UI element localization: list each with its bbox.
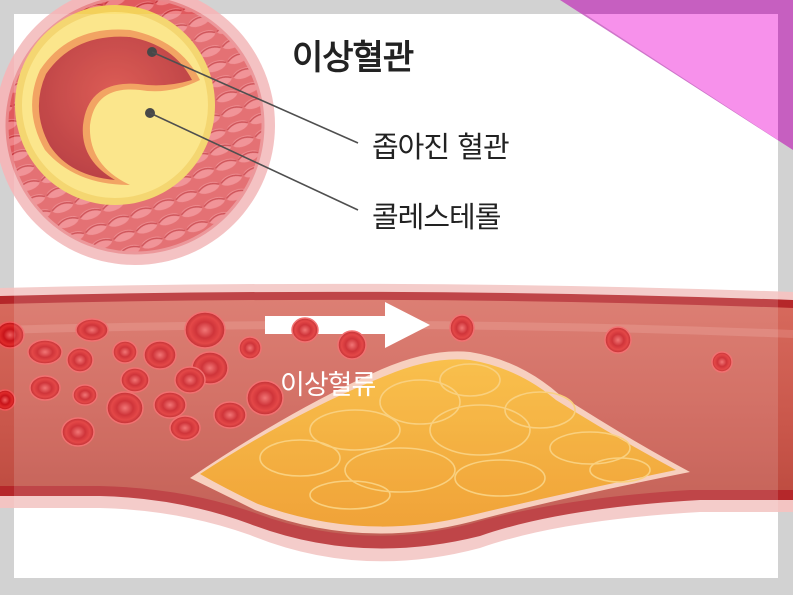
red-blood-cell — [61, 417, 95, 447]
red-blood-cell — [213, 401, 247, 429]
artery-longitudinal — [0, 283, 793, 562]
corner-accent — [585, 14, 778, 140]
red-blood-cell — [29, 375, 61, 401]
leader-line-narrowed-vessel — [151, 51, 359, 144]
red-blood-cell — [153, 391, 187, 419]
red-blood-cell — [238, 336, 262, 360]
red-blood-cell — [291, 317, 319, 343]
label-narrowed-vessel: 좁아진 혈관 — [372, 130, 510, 164]
red-blood-cell — [174, 366, 206, 394]
narrowed-lumen — [38, 36, 193, 181]
red-blood-cell — [72, 384, 98, 406]
red-blood-cell — [184, 311, 226, 349]
red-blood-cell — [0, 321, 25, 349]
red-blood-cell — [711, 351, 733, 373]
diagram-title: 이상혈관 — [292, 38, 414, 78]
red-blood-cell — [143, 340, 177, 370]
red-blood-cell — [120, 367, 150, 393]
red-blood-cell — [75, 318, 109, 342]
red-blood-cell — [27, 339, 63, 365]
red-blood-cell — [337, 330, 367, 360]
red-blood-cell — [112, 340, 138, 364]
red-blood-cell — [604, 326, 632, 354]
plaque-texture — [259, 363, 651, 510]
vessel-cross-section — [0, 0, 359, 265]
label-cholesterol: 콜레스테롤 — [372, 200, 501, 234]
red-blood-cell — [66, 347, 94, 373]
red-blood-cell — [246, 380, 284, 416]
red-blood-cell — [169, 415, 201, 441]
leader-line-cholesterol — [149, 112, 359, 211]
red-blood-cell — [106, 391, 144, 425]
label-abnormal-blood-flow: 이상혈류 — [280, 370, 376, 401]
red-blood-cell — [0, 389, 16, 411]
red-blood-cells — [0, 311, 733, 447]
red-blood-cell — [449, 314, 475, 342]
